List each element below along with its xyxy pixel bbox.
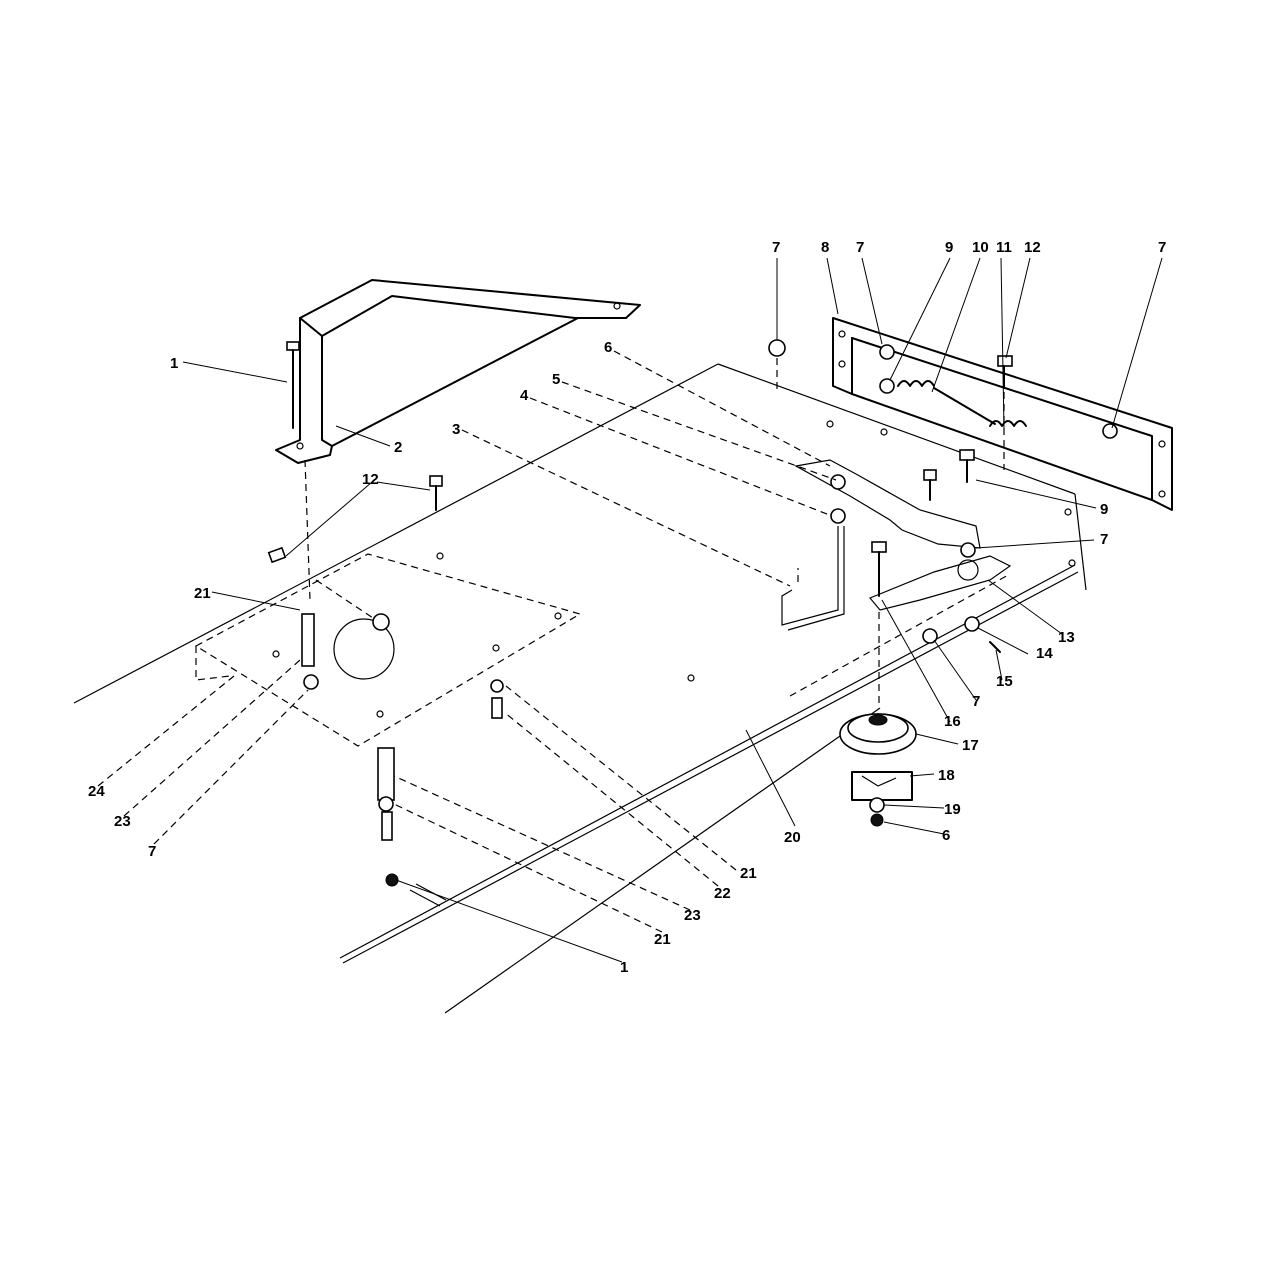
callout-label: 13 — [1058, 629, 1075, 646]
callout-label: 7 — [1100, 531, 1108, 548]
callout-label: 6 — [604, 339, 612, 356]
link-plate — [794, 459, 981, 558]
callout-labels: 1 2 3 4 5 6 7 8 7 9 10 11 12 7 12 21 9 7… — [88, 239, 1166, 976]
hardware-top-right — [768, 339, 1118, 501]
callout-label: 7 — [772, 239, 780, 256]
callout-label: 17 — [962, 737, 979, 754]
callout-label: 8 — [821, 239, 829, 256]
callout-label: 23 — [114, 813, 131, 830]
callout-label: 21 — [740, 865, 757, 882]
callout-label: 9 — [1100, 501, 1108, 518]
callout-label: 3 — [452, 421, 460, 438]
callout-label: 16 — [944, 713, 961, 730]
callout-label: 12 — [362, 471, 379, 488]
callout-label: 5 — [552, 371, 560, 388]
deck-plate — [73, 363, 1087, 1014]
rear-bracket — [832, 317, 1173, 511]
callout-label: 24 — [88, 783, 105, 800]
callout-label: 4 — [520, 387, 529, 404]
callout-label: 7 — [856, 239, 864, 256]
callout-label: 10 — [972, 239, 989, 256]
callout-label: 15 — [996, 673, 1013, 690]
callout-label: 1 — [170, 355, 178, 372]
brace-bracket — [275, 279, 641, 464]
callout-label: 2 — [394, 439, 402, 456]
bolt-1-upper — [286, 341, 311, 601]
callout-label: 7 — [972, 693, 980, 710]
callout-label: 21 — [194, 585, 211, 602]
callout-label: 21 — [654, 931, 671, 948]
callout-label: 11 — [996, 239, 1012, 256]
callout-label: 6 — [942, 827, 950, 844]
callout-label: 7 — [1158, 239, 1166, 256]
rod — [781, 526, 845, 631]
callout-label: 9 — [945, 239, 953, 256]
callout-label: 1 — [620, 959, 628, 976]
idler-arm — [789, 541, 1012, 706]
callout-label: 12 — [1024, 239, 1041, 256]
callout-label: 7 — [148, 843, 156, 860]
callout-label: 18 — [938, 767, 955, 784]
callout-label: 22 — [714, 885, 731, 902]
spring — [897, 380, 1027, 427]
callout-label: 23 — [684, 907, 701, 924]
callout-label: 14 — [1036, 645, 1053, 662]
leader-lines — [97, 257, 1163, 963]
callout-label: 19 — [944, 801, 961, 818]
callout-label: 20 — [784, 829, 801, 846]
pulley-assembly — [839, 713, 917, 827]
lower-left-plate — [194, 475, 582, 747]
lower-standoffs — [377, 747, 447, 907]
